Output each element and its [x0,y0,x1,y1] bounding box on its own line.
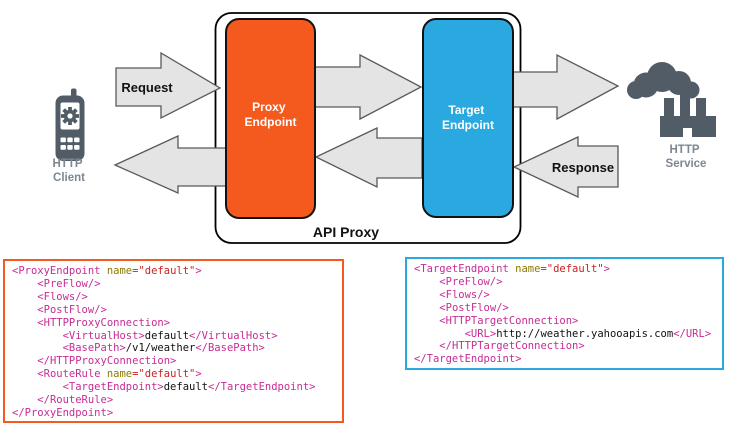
api-proxy-title: API Proxy [313,224,379,240]
request-arrow-proxy-to-target [314,53,423,121]
request-label: Request [121,80,173,95]
proxy-endpoint-label: Proxy Endpoint [245,100,297,129]
proxy-endpoint-code-block: <ProxyEndpoint name="default"> <PreFlow/… [3,259,344,423]
http-client-label: HTTP Client [52,158,85,184]
request-arrow-target-to-service [512,53,620,121]
response-arrow-proxy-to-client [113,134,227,195]
http-service-label: HTTP Service [666,144,707,170]
gear-icon [61,107,79,125]
proxy-endpoint-box [225,18,316,219]
response-arrow-target-to-proxy [314,126,423,189]
target-endpoint-box [422,18,514,218]
request-arrow-client-to-proxy [115,51,222,120]
target-endpoint-label: Target Endpoint [442,103,494,132]
response-label: Response [552,160,614,175]
flow-diagram-canvas: Proxy Endpoint Target Endpoint Request R… [52,12,716,244]
target-endpoint-code-block: <TargetEndpoint name="default"> <PreFlow… [405,257,724,370]
response-arrow-service-to-target [512,135,619,199]
http-service-factory-icon [627,62,716,137]
http-client-phone-icon [55,88,85,161]
